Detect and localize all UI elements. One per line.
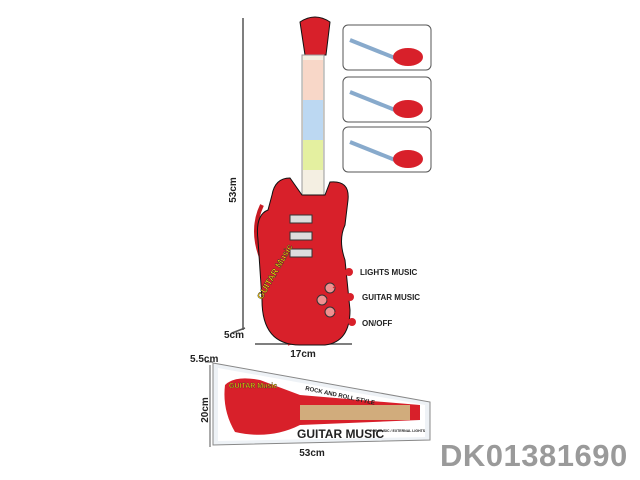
product-code: DK01381690 [440,438,628,473]
box-tagline: POP MUSIC / EXTERNAL LIGHTS [370,429,426,433]
box-length-label: 53cm [299,448,325,459]
callout-guitar-music: GUITAR MUSIC [362,293,420,302]
box-depth-label: 5.5cm [190,354,218,365]
callout-on-off: ON/OFF [362,319,392,328]
package-box-image [205,361,431,447]
guitar-width-label: 17cm [290,349,316,360]
box-height-label: 20cm [200,397,211,423]
guitar-height-label: 53cm [228,177,239,203]
inset-images [342,24,432,173]
box-logo: GUITAR Music [229,383,277,390]
callout-lights-music: LIGHTS MUSIC [360,268,418,277]
box-title: GUITAR MUSIC [297,427,384,441]
guitar-depth-label: 5cm [224,330,244,341]
guitar-image [254,16,351,346]
callout-markers [325,268,356,326]
